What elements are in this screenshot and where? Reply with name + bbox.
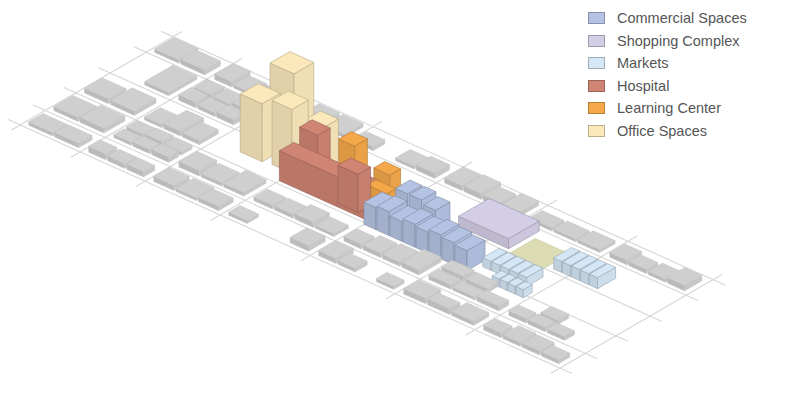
program-building — [516, 281, 532, 289]
context-building — [295, 205, 330, 223]
context-building — [290, 228, 325, 246]
context-building — [667, 268, 702, 286]
context-building — [547, 323, 574, 337]
legend: Commercial SpacesShopping ComplexMarkets… — [588, 7, 747, 142]
legend-row: Commercial Spaces — [588, 7, 747, 30]
legend-row: Shopping Complex — [588, 30, 747, 53]
building-masses — [29, 38, 702, 364]
legend-row: Markets — [588, 52, 747, 75]
context-building — [80, 105, 125, 128]
street — [33, 105, 597, 359]
context-building — [578, 231, 616, 250]
context-building — [55, 125, 93, 144]
context-building — [89, 140, 117, 154]
context-building — [110, 88, 156, 111]
program-building — [455, 235, 485, 251]
street — [134, 47, 698, 301]
context-building — [477, 290, 509, 306]
legend-label: Office Spaces — [617, 124, 707, 139]
legend-swatch — [588, 57, 605, 69]
legend-swatch — [588, 125, 605, 137]
context-building — [145, 65, 197, 92]
legend-swatch — [588, 102, 605, 114]
context-building — [224, 170, 267, 192]
street — [64, 87, 628, 341]
legend-label: Markets — [617, 56, 669, 71]
legend-row: Hospital — [588, 75, 747, 98]
program-building — [410, 186, 436, 200]
context-building — [127, 158, 155, 172]
context-building — [541, 345, 570, 359]
context-building — [416, 156, 449, 173]
context-building — [198, 189, 233, 207]
context-building — [229, 206, 259, 221]
context-building — [315, 217, 348, 234]
context-building — [429, 269, 461, 285]
street — [551, 274, 722, 373]
program-building — [270, 52, 314, 74]
context-building — [181, 50, 221, 70]
legend-swatch — [588, 80, 605, 92]
program-building — [240, 94, 262, 162]
legend-label: Hospital — [617, 79, 669, 94]
program-building — [338, 158, 371, 174]
context-building — [376, 272, 404, 286]
legend-swatch — [588, 35, 605, 47]
context-building — [402, 249, 442, 270]
street — [161, 31, 725, 285]
program-building — [590, 264, 616, 278]
context-building — [179, 87, 209, 102]
context-building — [152, 144, 179, 157]
legend-label: Learning Center — [617, 101, 721, 116]
street — [98, 68, 662, 322]
legend-label: Commercial Spaces — [617, 11, 747, 26]
context-building — [629, 255, 658, 270]
legend-label: Shopping Complex — [617, 34, 740, 49]
context-building — [484, 318, 513, 332]
street-lines — [8, 31, 725, 373]
program-building — [424, 197, 450, 211]
program-building — [339, 132, 368, 147]
program-building — [367, 180, 396, 194]
program-building — [300, 120, 331, 135]
context-building — [509, 305, 536, 319]
street — [466, 236, 637, 335]
program-building — [519, 265, 543, 278]
program-building — [374, 162, 401, 176]
context-building — [428, 293, 461, 309]
context-building — [528, 314, 555, 328]
context-building — [338, 253, 367, 268]
context-building — [452, 303, 489, 322]
legend-row: Office Spaces — [588, 120, 747, 143]
street — [8, 120, 572, 374]
program-building — [272, 91, 308, 109]
context-building — [182, 122, 218, 140]
legend-swatch — [588, 12, 605, 24]
legend-row: Learning Center — [588, 97, 747, 120]
context-building — [154, 167, 190, 185]
